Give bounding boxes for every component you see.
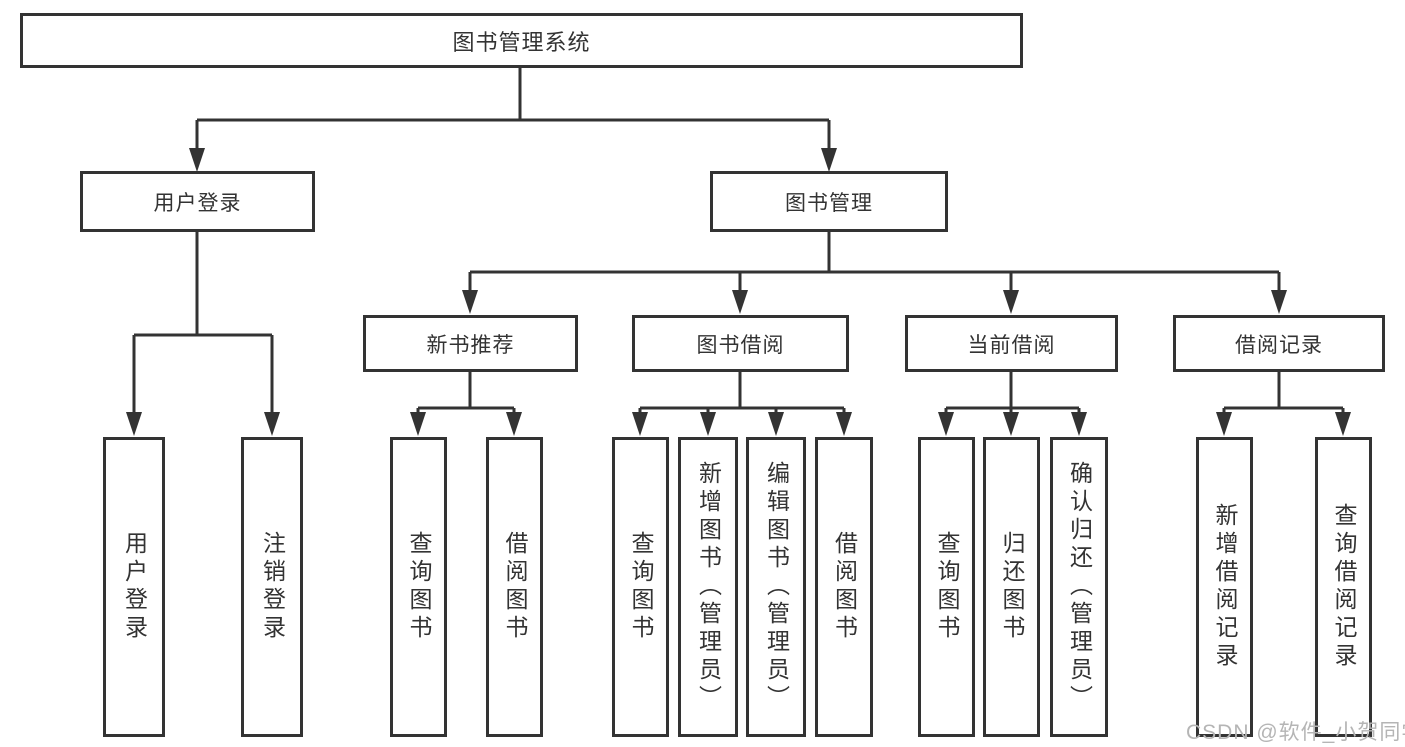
node-label: 新增借阅记录 [1212, 503, 1238, 671]
node-user-login: 用户登录 [80, 171, 315, 232]
node-label: 图书借阅 [696, 333, 785, 357]
node-leaf-add-borrow-record: 新增借阅记录 [1196, 437, 1253, 737]
node-label: 查询图书 [934, 531, 960, 643]
arrowhead-query-books-d [938, 412, 954, 436]
node-new-book-recommend: 新书推荐 [363, 315, 578, 372]
node-label: 图书管理 [785, 191, 873, 215]
arrowhead-user-login [189, 148, 205, 172]
node-leaf-borrow-books-borrowing: 借阅图书 [815, 437, 873, 737]
node-leaf-query-borrow-record: 查询借阅记录 [1315, 437, 1372, 737]
node-leaf-user-login: 用户登录 [103, 437, 165, 737]
connector-borrowing-records-children [1222, 372, 1345, 413]
arrowhead-add-borrow-record [1216, 412, 1232, 436]
connector-book-borrowing-children [638, 372, 846, 413]
arrowhead-current-borrowing [1003, 290, 1019, 314]
node-label: 用户登录 [121, 531, 148, 643]
arrowhead-book-borrowing [732, 290, 748, 314]
arrowhead-edit-books [768, 412, 784, 436]
arrowhead-query-books-c [632, 412, 648, 436]
arrowhead-confirm-return [1071, 412, 1087, 436]
node-book-management: 图书管理 [710, 171, 948, 232]
connector-root-to-level2 [195, 68, 831, 149]
arrowhead-leaf-logout [264, 412, 280, 436]
node-label: 查询借阅记录 [1331, 503, 1357, 671]
csdn-watermark: CSDN @软件_小贺同学 [1186, 721, 1405, 744]
node-leaf-edit-books-admin: 编辑图书（管理员） [746, 437, 806, 737]
connector-user-login-children [132, 232, 274, 413]
node-label: 编辑图书（管理员） [763, 461, 790, 713]
arrowhead-borrow-books-c [836, 412, 852, 436]
arrowhead-borrowing-records [1271, 290, 1287, 314]
node-label: 归还图书 [999, 531, 1025, 643]
node-leaf-borrow-books-recommend: 借阅图书 [486, 437, 543, 737]
node-label: 注销登录 [259, 531, 286, 643]
node-label: 用户登录 [153, 191, 242, 215]
node-leaf-query-books-recommend: 查询图书 [390, 437, 447, 737]
node-borrowing-records: 借阅记录 [1173, 315, 1385, 372]
arrowhead-new-book-recommend [462, 290, 478, 314]
arrowhead-query-borrow-record [1335, 412, 1351, 436]
node-label: 查询图书 [628, 531, 654, 643]
connector-book-management-children [468, 232, 1281, 291]
arrowhead-return-books [1003, 412, 1019, 436]
arrowhead-add-books [700, 412, 716, 436]
node-label: 查询图书 [406, 531, 432, 643]
connector-current-borrowing-children [944, 372, 1081, 413]
node-current-borrowing: 当前借阅 [905, 315, 1118, 372]
node-leaf-confirm-return-admin: 确认归还（管理员） [1050, 437, 1108, 737]
arrowhead-query-books-b [410, 412, 426, 436]
arrowhead-leaf-user-login [126, 412, 142, 436]
arrowhead-borrow-books-b [506, 412, 522, 436]
node-label: 新书推荐 [426, 333, 515, 357]
node-label: 新增图书（管理员） [695, 461, 722, 713]
node-leaf-logout: 注销登录 [241, 437, 303, 737]
connector-new-book-recommend-children [416, 372, 516, 413]
node-label: 借阅记录 [1235, 333, 1323, 357]
node-label: 图书管理系统 [452, 29, 591, 55]
node-leaf-return-books: 归还图书 [983, 437, 1040, 737]
node-label: 当前借阅 [967, 333, 1056, 357]
node-leaf-query-books-current: 查询图书 [918, 437, 975, 737]
node-book-management-system: 图书管理系统 [20, 13, 1023, 68]
node-label: 借阅图书 [502, 531, 528, 643]
node-book-borrowing: 图书借阅 [632, 315, 849, 372]
node-label: 借阅图书 [831, 531, 858, 643]
arrowhead-book-management [821, 148, 837, 172]
node-leaf-add-books-admin: 新增图书（管理员） [678, 437, 738, 737]
node-label: 确认归还（管理员） [1066, 461, 1093, 713]
node-leaf-query-books-borrowing: 查询图书 [612, 437, 669, 737]
